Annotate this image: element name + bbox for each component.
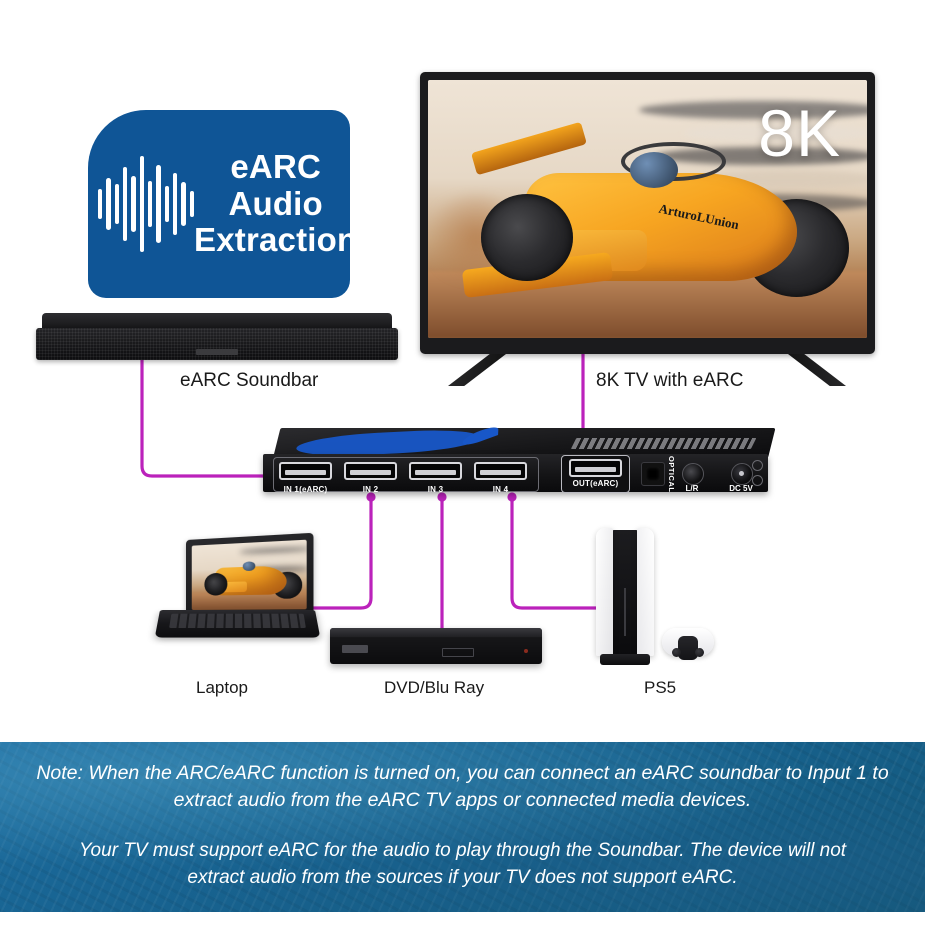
resolution-overlay-8k: 8K xyxy=(758,96,841,170)
dc-power-port[interactable] xyxy=(731,463,753,485)
dualsense-controller xyxy=(662,622,714,662)
badge-line-1: eARC xyxy=(230,147,322,185)
controller-body xyxy=(662,628,714,660)
laptop-base xyxy=(154,610,321,638)
dvd-label: DVD/Blu Ray xyxy=(384,678,485,697)
controller-left-stick xyxy=(672,648,681,657)
earc-audio-extraction-badge: eARC Audio Extraction xyxy=(88,110,357,298)
dvd-top-strip xyxy=(330,628,542,637)
soundbar-brand-logo xyxy=(196,349,238,355)
hdmi-in-3-port[interactable]: IN 3 xyxy=(409,462,462,494)
dvd-blu-ray-player xyxy=(330,628,542,664)
ps5-stand xyxy=(600,654,650,665)
audio-waveform-icon xyxy=(98,144,194,264)
switcher-model-text xyxy=(570,438,757,449)
screw-hole-bottom-icon xyxy=(752,475,763,486)
hdmi-out-earc-label: OUT(eARC) xyxy=(572,479,619,488)
badge-text: eARC Audio Extraction xyxy=(194,147,358,260)
hdmi-in-3-label: IN 3 xyxy=(427,485,444,494)
dvd-brand-logo xyxy=(342,645,368,653)
analog-lr-audio-port[interactable] xyxy=(682,463,704,485)
tv-label: 8K TV with eARC xyxy=(596,370,744,391)
switcher-rear-panel: IN 1(eARC) IN 2 IN 3 IN 4 xyxy=(263,454,768,494)
controller-touchpad xyxy=(678,636,698,660)
hdmi-in-1-label: IN 1(eARC) xyxy=(283,485,328,494)
badge-line-2: Audio xyxy=(228,184,323,222)
dc-power-label: DC 5V xyxy=(729,484,753,493)
ps5-console xyxy=(596,528,654,666)
soundbar-grille xyxy=(36,328,398,360)
tv-screen: ArturoLUnion 8K xyxy=(428,80,867,338)
soundbar-top-panel xyxy=(42,313,392,330)
hdmi-in-4-label: IN 4 xyxy=(492,485,509,494)
badge-line-3: Extraction xyxy=(194,221,358,259)
ps5-body xyxy=(611,530,639,656)
hdmi-out-earc-port[interactable] xyxy=(569,459,622,477)
tv-8k: ArturoLUnion 8K xyxy=(420,72,875,386)
soundbar-label: eARC Soundbar xyxy=(180,370,319,391)
laptop-race-car-scene xyxy=(191,539,307,610)
hdmi-in-4-port[interactable]: IN 4 xyxy=(474,462,527,494)
optical-label: OPTICAL xyxy=(667,456,676,493)
tv-stand-left xyxy=(448,354,506,386)
laptop-device xyxy=(154,532,321,652)
ps5-right-panel xyxy=(637,528,654,656)
race-car-scene: ArturoLUnion xyxy=(428,80,867,338)
ps5-left-panel xyxy=(596,528,613,656)
hdmi-output-group: OUT(eARC) xyxy=(561,455,630,493)
brand-swoosh-tail-icon xyxy=(462,424,499,448)
screw-hole-top-icon xyxy=(752,460,763,471)
laptop-keyboard xyxy=(169,613,306,629)
tv-stand-right xyxy=(788,354,846,386)
dvd-power-led-icon xyxy=(524,649,528,653)
hdmi-in-2-port[interactable]: IN 2 xyxy=(344,462,397,494)
hdmi-in-1-port[interactable]: IN 1(eARC) xyxy=(279,462,332,494)
dvd-disc-tray xyxy=(442,648,474,657)
ps5-disc-slot xyxy=(624,588,626,636)
laptop-label: Laptop xyxy=(196,678,248,697)
optical-spdif-port[interactable] xyxy=(641,462,665,486)
note-banner: Note: When the ARC/eARC function is turn… xyxy=(0,742,925,912)
note-paragraph-1: Note: When the ARC/eARC function is turn… xyxy=(36,762,889,812)
controller-right-stick xyxy=(695,648,704,657)
note-paragraph-2: Your TV must support eARC for the audio … xyxy=(78,840,847,888)
laptop-lid xyxy=(186,532,314,618)
hdmi-in-2-label: IN 2 xyxy=(362,485,379,494)
laptop-screen xyxy=(191,539,307,610)
analog-lr-label: L/R xyxy=(685,484,699,493)
hdmi-switcher-device: IN 1(eARC) IN 2 IN 3 IN 4 xyxy=(263,424,776,494)
hdmi-input-group: IN 1(eARC) IN 2 IN 3 IN 4 xyxy=(273,457,539,494)
earc-soundbar xyxy=(36,313,398,360)
ps5-label: PS5 xyxy=(644,678,677,697)
